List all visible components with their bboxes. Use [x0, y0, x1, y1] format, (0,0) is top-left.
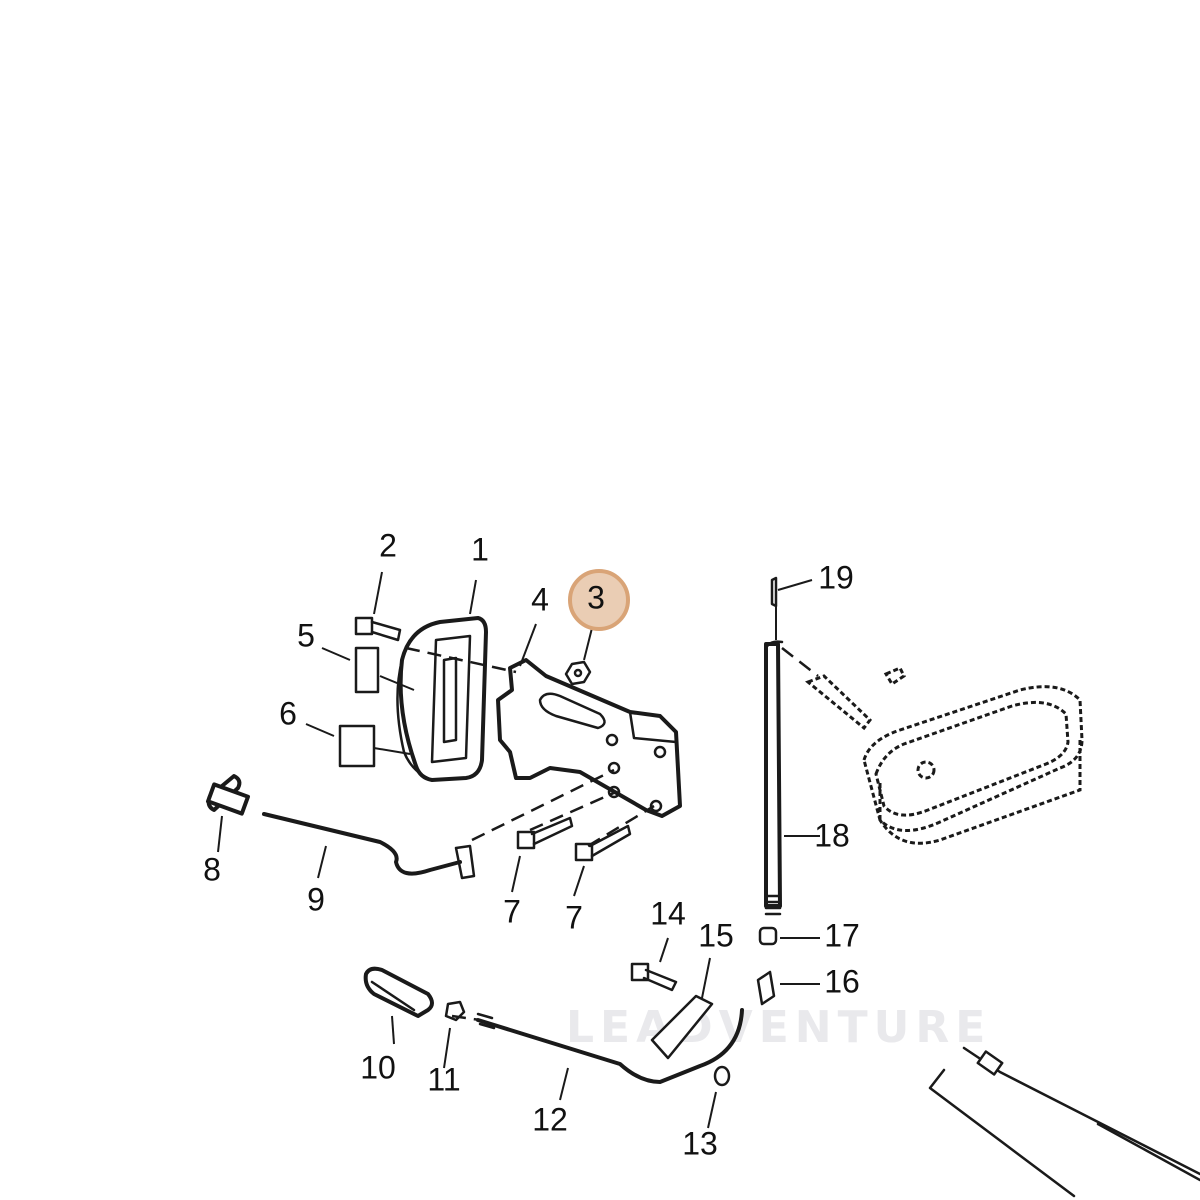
callout-1[interactable]: 1 [471, 531, 489, 567]
callout-11[interactable]: 11 [427, 1061, 460, 1097]
callout-12[interactable]: 12 [532, 1101, 568, 1137]
part-3-nut[interactable] [564, 660, 592, 686]
callout-17[interactable]: 17 [824, 917, 860, 953]
callout-16[interactable]: 16 [824, 963, 860, 999]
callout-9[interactable]: 9 [307, 881, 325, 917]
callout-15[interactable]: 15 [698, 917, 734, 953]
part-13-washer[interactable] [713, 1065, 731, 1087]
reference-cable [928, 1046, 1200, 1198]
part-16-joint[interactable] [756, 970, 776, 1006]
callout-7b[interactable]: 7 [565, 899, 583, 935]
callout-3[interactable]: 3 [587, 579, 605, 615]
callout-8[interactable]: 8 [203, 851, 221, 887]
callout-5[interactable]: 5 [297, 617, 315, 653]
reference-housing [805, 666, 1084, 845]
part-5-label[interactable] [354, 646, 380, 694]
part-9-rod[interactable] [262, 812, 462, 876]
part-1-cover[interactable] [396, 616, 488, 782]
callout-18[interactable]: 18 [814, 817, 850, 853]
callouts: 1 2 3 4 5 6 7 7 8 9 10 11 12 13 14 15 16… [203, 527, 860, 1161]
part-6-label[interactable] [338, 724, 376, 768]
part-15-plate[interactable] [650, 994, 714, 1060]
part-19-pin[interactable] [770, 576, 778, 608]
callout-4[interactable]: 4 [531, 581, 549, 617]
callout-13[interactable]: 13 [682, 1125, 718, 1161]
callout-2[interactable]: 2 [379, 527, 397, 563]
part-8-grip[interactable] [206, 774, 250, 816]
watermark-text: LEADVENTURE [566, 1002, 991, 1053]
part-2-bolt[interactable] [354, 616, 402, 642]
part-17-collar[interactable] [758, 926, 778, 946]
part-10-grip[interactable] [363, 966, 434, 1018]
callout-6[interactable]: 6 [279, 695, 297, 731]
part-4-bracket[interactable] [496, 658, 682, 818]
part-14-bolt[interactable] [630, 962, 678, 992]
callout-7a[interactable]: 7 [503, 893, 521, 929]
highlight-marker [568, 569, 630, 631]
part-7-screw-b[interactable] [574, 824, 632, 862]
callout-19[interactable]: 19 [818, 559, 854, 595]
part-18-rod[interactable] [764, 640, 784, 916]
callout-14[interactable]: 14 [650, 895, 686, 931]
part-7-screw-a[interactable] [516, 816, 574, 850]
callout-10[interactable]: 10 [360, 1049, 396, 1085]
part-12-link[interactable] [476, 1008, 744, 1084]
